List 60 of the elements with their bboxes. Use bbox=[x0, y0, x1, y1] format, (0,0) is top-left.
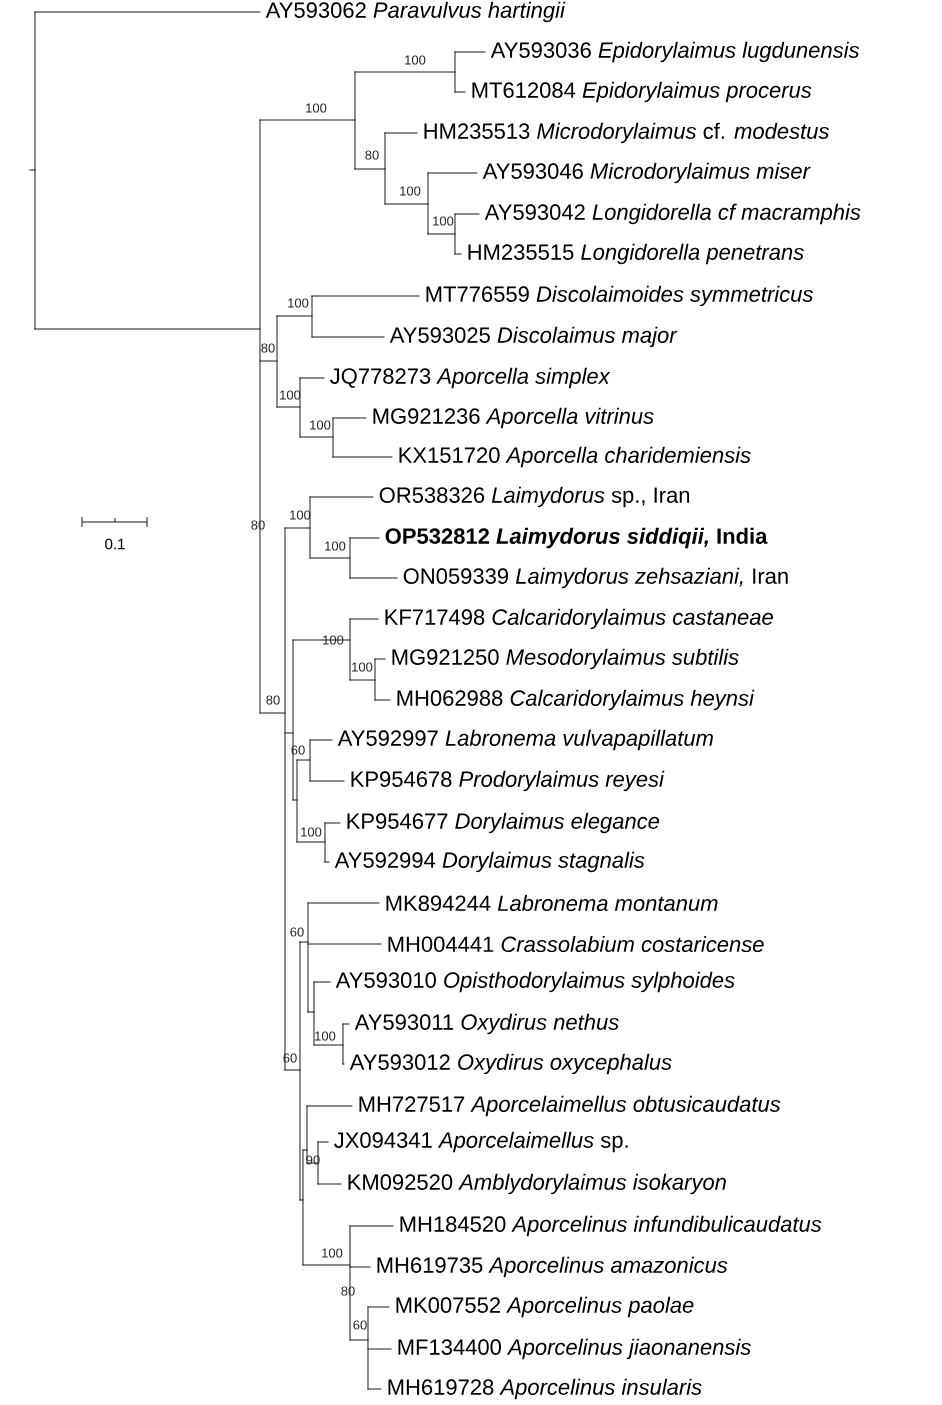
taxon-label: MG921236 Aporcella vitrinus bbox=[373, 407, 654, 429]
taxon-label: MH619728 Aporcelinus insularis bbox=[388, 1378, 702, 1400]
bootstrap-value: 100 bbox=[325, 541, 346, 551]
taxon-label: MG921250 Mesodorylaimus subtilis bbox=[392, 648, 739, 670]
bootstrap-value: 100 bbox=[322, 1248, 343, 1258]
bootstrap-value: 100 bbox=[280, 390, 301, 400]
taxon-label: JQ778273 Aporcella simplex bbox=[330, 367, 611, 389]
taxon-label: AY593062 Paravulvus hartingii bbox=[265, 1, 566, 23]
taxon-label: AY593012 Oxydirus oxycephalus bbox=[349, 1053, 672, 1075]
taxon-label: OP532812 Laimydorus siddiqii, India bbox=[385, 527, 768, 549]
taxon-label: ON059339 Laimydorus zehsaziani, Iran bbox=[403, 567, 788, 589]
taxon-label: KX151720 Aporcella charidemiensis bbox=[399, 446, 751, 468]
taxon-label: MT612084 Epidorylaimus procerus bbox=[472, 81, 812, 103]
taxon-label: AY592997 Labronema vulvapapillatum bbox=[337, 729, 713, 751]
taxon-label: MH619735 Aporcelinus amazonicus bbox=[377, 1256, 728, 1278]
bootstrap-value: 100 bbox=[310, 420, 331, 430]
taxon-label: AY593011 Oxydirus nethus bbox=[354, 1013, 619, 1035]
bootstrap-value: 60 bbox=[283, 1053, 297, 1063]
taxon-label: KP954677 Dorylaimus elegance bbox=[347, 812, 660, 834]
bootstrap-value: 100 bbox=[400, 186, 421, 196]
taxon-label: KP954678 Prodorylaimus reyesi bbox=[351, 770, 665, 792]
taxon-label: KF717498 Calcaridorylaimus castaneae bbox=[385, 608, 773, 630]
taxon-label: MK007552 Aporcelinus paolae bbox=[396, 1296, 694, 1318]
taxon-label: JX094341 Aporcelaimellus sp. bbox=[334, 1131, 628, 1153]
taxon-label: OR538326 Laimydorus sp., Iran bbox=[379, 486, 690, 508]
taxon-label: MH062988 Calcaridorylaimus heynsi bbox=[397, 689, 755, 711]
taxon-label: MK894244 Labronema montanum bbox=[386, 894, 718, 912]
bootstrap-value: 100 bbox=[315, 1031, 336, 1041]
bootstrap-value: 100 bbox=[405, 55, 426, 65]
bootstrap-value: 80 bbox=[261, 343, 275, 353]
bootstrap-value: 60 bbox=[290, 927, 304, 937]
taxon-label: MH727517 Aporcelaimellus obtusicaudatus bbox=[359, 1095, 781, 1117]
taxon-label: HM235515 Longidorella penetrans bbox=[468, 243, 804, 265]
bootstrap-value: 100 bbox=[323, 635, 344, 645]
taxon-label: AY593036 Epidorylaimus lugdunensis bbox=[490, 41, 860, 63]
taxon-label: MH184520 Aporcelinus infundibulicaudatus bbox=[400, 1215, 822, 1237]
bootstrap-value: 100 bbox=[306, 103, 327, 113]
bootstrap-value: 90 bbox=[306, 1155, 320, 1165]
taxon-label: MF134400 Aporcelinus jiaonanensis bbox=[398, 1338, 751, 1360]
bootstrap-value: 60 bbox=[291, 745, 305, 755]
bootstrap-value: 80 bbox=[251, 520, 265, 530]
taxon-label: AY593010 Opisthodorylaimus sylphoides bbox=[335, 971, 735, 993]
taxon-label: MT776559 Discolaimoides symmetricus bbox=[426, 285, 813, 307]
taxon-label: KM092520 Amblydorylaimus isokaryon bbox=[348, 1173, 726, 1195]
bootstrap-value: 100 bbox=[290, 510, 311, 520]
taxon-label: HM235513 Microdorylaimus cf. modestus bbox=[424, 122, 829, 144]
taxon-label: AY592994 Dorylaimus stagnalis bbox=[334, 851, 645, 873]
scale-label: 0.1 bbox=[105, 538, 125, 550]
bootstrap-value: 60 bbox=[353, 1320, 367, 1330]
taxon-label: MH004441 Crassolabium costaricense bbox=[388, 935, 764, 953]
bootstrap-value: 80 bbox=[365, 150, 379, 160]
bootstrap-value: 100 bbox=[352, 662, 373, 672]
bootstrap-value: 100 bbox=[288, 298, 309, 308]
bootstrap-value: 80 bbox=[266, 695, 280, 705]
taxon-label: AY593046 Microdorylaimus miser bbox=[482, 162, 811, 184]
taxon-label: AY593025 Discolaimus major bbox=[389, 326, 678, 348]
bootstrap-value: 80 bbox=[341, 1286, 355, 1296]
taxon-label: AY593042 Longidorella cf macramphis bbox=[484, 203, 861, 225]
bootstrap-value: 100 bbox=[433, 216, 454, 226]
bootstrap-value: 100 bbox=[301, 827, 322, 837]
